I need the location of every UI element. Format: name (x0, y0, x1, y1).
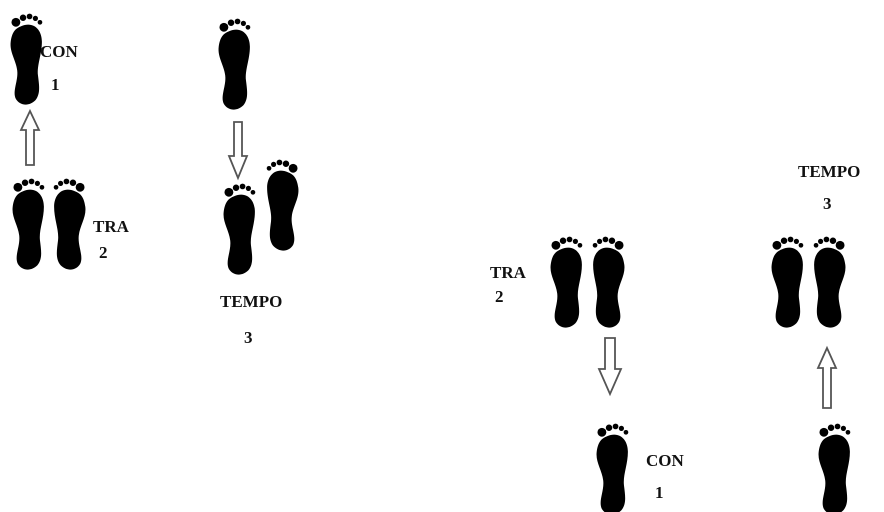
tempo-step-number: 3 (244, 328, 253, 347)
arrow-up-icon (816, 345, 838, 409)
tra-step-number: 2 (495, 287, 504, 306)
tra-label: TRA (490, 263, 527, 282)
tempo-label: TEMPO (220, 292, 282, 311)
tempo-step-number: 3 (823, 194, 832, 213)
footprint-icon (550, 236, 583, 328)
footprint-icon (10, 13, 43, 105)
tra-step-number: 2 (99, 243, 108, 262)
con-label: CON (40, 42, 79, 61)
arrow-down-icon (227, 121, 249, 181)
arrow-up-icon (19, 108, 41, 166)
footprint-icon (12, 178, 45, 270)
footprint-icon (223, 183, 256, 275)
footprint-icon (592, 236, 625, 328)
tra-label: TRA (93, 217, 130, 236)
footprint-icon (596, 423, 629, 512)
footprint-icon (266, 159, 299, 251)
con-label: CON (646, 451, 685, 470)
tempo-label: TEMPO (798, 162, 860, 181)
footprint-icon (813, 236, 846, 328)
footprint-icon (53, 178, 86, 270)
footprint-icon (218, 18, 251, 110)
footprint-icon (771, 236, 804, 328)
con-step-number: 1 (655, 483, 664, 502)
arrow-down-icon (597, 337, 623, 397)
footprint-icon (818, 423, 851, 512)
con-step-number: 1 (51, 75, 60, 94)
